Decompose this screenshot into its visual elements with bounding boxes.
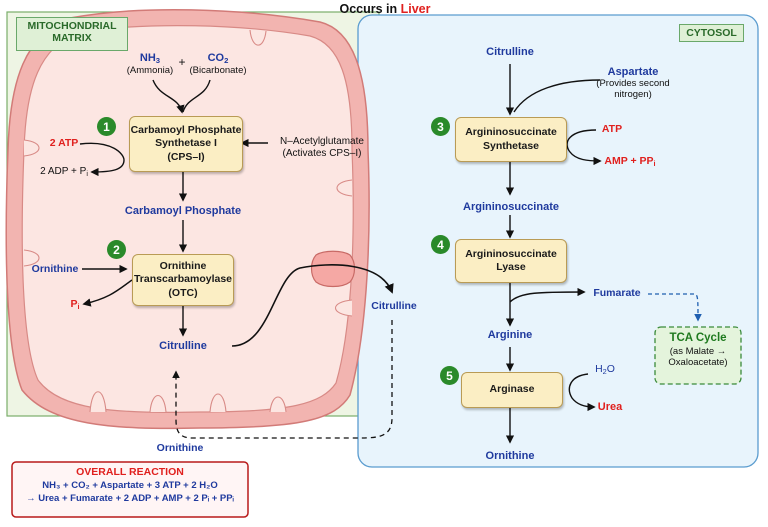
cristae (23, 29, 353, 413)
enzyme-ass: Argininosuccinate Synthetase (455, 117, 567, 162)
amp-ppi-sub: i (653, 158, 656, 168)
citrulline-cytosol-label: Citrulline (486, 46, 534, 58)
co2-label: CO2 (Bicarbonate) (183, 52, 253, 77)
h2o-text: H (595, 363, 603, 375)
argininosuccinate-label: Argininosuccinate (463, 201, 559, 213)
arginine-label: Arginine (487, 329, 533, 341)
arrow-citrulline-transport (231, 264, 394, 347)
transporter (310, 250, 356, 288)
cps1-line3: (CPS–I) (167, 150, 205, 163)
arrow-ornithine-return (172, 320, 393, 439)
matrix-tag-line2: MATRIX (52, 32, 92, 45)
page-title: Occurs in Liver (300, 2, 470, 16)
step-badge-3: 3 (431, 117, 450, 136)
otc-line2: Transcarbamoylase (133, 273, 233, 286)
nag-label: N–Acetylglutamate (Activates CPS–I) (263, 136, 381, 159)
enzyme-asl: Argininosuccinate Lyase (455, 239, 567, 283)
h2o-label: H2O (590, 363, 620, 376)
step-badge-4: 4 (431, 235, 450, 254)
enzyme-cps1: Carbamoyl Phosphate Synthetase I (CPS–I) (129, 116, 243, 172)
nh3-label: NH3 (Ammonia) (120, 52, 180, 77)
ornithine-out-label: Ornithine (485, 450, 535, 462)
enzyme-arginase: Arginase (461, 372, 563, 408)
title-prefix: Occurs in (339, 2, 401, 16)
adp2-label: 2 ADP + Pi (34, 166, 94, 179)
matrix-tag: MITOCHONDRIAL MATRIX (16, 17, 128, 51)
citrulline-transport-label: Citrulline (371, 300, 417, 312)
otc-line1: Ornithine (159, 260, 207, 273)
co2-sub: 2 (224, 55, 229, 65)
mitochondrion-inner (21, 24, 354, 414)
aspartate-note2: nitrogen) (614, 88, 652, 100)
overall-line2: → Urea + Fumarate + 2 ADP + AMP + 2 Pᵢ +… (26, 492, 234, 504)
arrow-h2o-urea (568, 373, 596, 412)
pi-text: P (70, 298, 78, 310)
aspartate-note1: (Provides second (596, 77, 670, 89)
arrow-atp-amp (566, 129, 602, 166)
arrow-atp (79, 142, 125, 177)
adp2-sub: i (86, 170, 88, 178)
atp-label: ATP (601, 123, 623, 135)
h2o-sub: 2 (602, 366, 607, 376)
nag-text: N–Acetylglutamate (280, 136, 364, 147)
enzyme-otc: Ornithine Transcarbamoylase (OTC) (132, 254, 234, 306)
citrulline-matrix-label: Citrulline (159, 340, 207, 352)
aspartate-text: Aspartate (607, 66, 659, 78)
step-badge-2: 2 (107, 240, 126, 259)
tca-title: TCA Cycle (669, 332, 727, 344)
ornithine-in-label: Ornithine (31, 263, 79, 275)
cps1-line1: Carbamoyl Phosphate (130, 124, 242, 137)
carbamoyl-phosphate-label: Carbamoyl Phosphate (124, 205, 242, 217)
arrow-co2 (182, 79, 211, 113)
bicarbonate-text: (Bicarbonate) (189, 64, 247, 76)
nh3-text: NH (139, 52, 156, 64)
nh3-sub: 3 (155, 55, 161, 65)
cytosol-tag-label: CYTOSOL (686, 27, 737, 39)
overall-line1: NH₃ + CO₂ + Aspartate + 3 ATP + 2 H₂O (42, 480, 218, 492)
arrow-nh3 (152, 79, 185, 114)
ornithine-return-label: Ornithine (156, 442, 204, 454)
tca-line3: Oxaloacetate) (668, 357, 728, 369)
urea-label: Urea (597, 401, 623, 413)
atp2-label: 2 ATP (49, 137, 79, 149)
cps1-line2: Synthetase I (155, 137, 217, 150)
aspartate-label: Aspartate (Provides second nitrogen) (588, 66, 678, 100)
h2o-rest: O (606, 363, 615, 375)
title-highlight: Liver (400, 2, 431, 16)
arrow-fumarate-tca (648, 293, 702, 322)
substrate-plus: + (178, 55, 186, 69)
arrow-fumarate (509, 287, 586, 303)
overall-title: OVERALL REACTION (76, 466, 184, 478)
overall-box (11, 461, 249, 518)
fumarate-label: Fumarate (593, 287, 641, 299)
matrix-tag-line1: MITOCHONDRIAL (27, 20, 117, 32)
pi-sub: i (77, 301, 80, 311)
step-badge-5: 5 (440, 366, 459, 385)
otc-line3: (OTC) (168, 286, 198, 299)
tca-box (654, 326, 742, 385)
adp2-text: 2 ADP + P (40, 166, 87, 177)
nag-note: (Activates CPS–I) (282, 147, 362, 159)
ass-line1: Argininosuccinate (465, 126, 557, 139)
tca-content: TCA Cycle (as Malate → Oxaloacetate) (655, 332, 741, 369)
overall-content: OVERALL REACTION NH₃ + CO₂ + Aspartate +… (12, 466, 248, 505)
arginase-line1: Arginase (489, 383, 535, 396)
amp-ppi-label: AMP + PPi (600, 155, 660, 168)
pi-label: Pi (68, 298, 82, 311)
tca-line2: (as Malate → (669, 346, 727, 358)
asl-line1: Argininosuccinate (465, 247, 557, 260)
step-badge-1: 1 (97, 117, 116, 136)
co2-text: CO (207, 52, 225, 64)
asl-line2: Lyase (496, 261, 526, 273)
ass-line2: Synthetase (482, 139, 540, 152)
arrow-pi (82, 279, 133, 307)
arrow-aspartate (513, 79, 601, 113)
ammonia-text: (Ammonia) (126, 64, 174, 76)
cytosol-tag: CYTOSOL (679, 24, 744, 42)
amp-ppi-text: AMP + PP (604, 155, 654, 167)
